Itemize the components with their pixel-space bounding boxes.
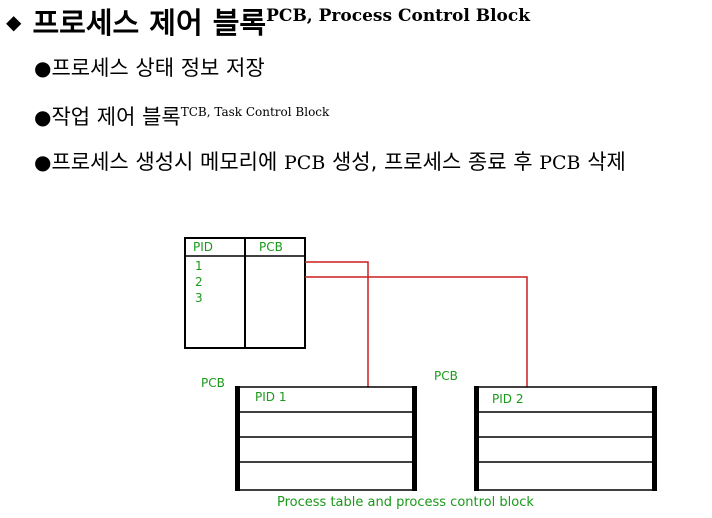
title-text: 프로세스 제어 블록 <box>32 6 267 40</box>
diagram-caption: Process table and process control block <box>277 495 534 510</box>
bullet-text-part: 삭제 <box>580 150 626 174</box>
slide-title: ◆ 프로세스 제어 블록PCB, Process Control Block <box>6 0 530 40</box>
pcb-block-left-bar <box>474 386 479 491</box>
pointer-line-pid-1 <box>305 261 369 387</box>
process-table-header-pcb: PCB <box>259 240 283 254</box>
pcb-block-1: PCB PID 1 <box>201 376 417 491</box>
bullet-text-pcb: PCB <box>284 152 326 174</box>
bullet-item-pcb-lifecycle: ●프로세스 생성시 메모리에 PCB 생성, 프로세스 종료 후 PCB 삭제 <box>34 146 626 176</box>
bullet-text-pcb: PCB <box>539 152 581 174</box>
pcb-block-label: PCB <box>201 376 225 390</box>
bullet-text: 프로세스 상태 정보 저장 <box>51 56 265 80</box>
pcb-block-2: PCB PID 2 <box>434 369 657 491</box>
pcb-block-right-bar <box>412 386 417 491</box>
bullet-dot-icon: ● <box>34 56 52 80</box>
bullet-dot-icon: ● <box>34 150 52 174</box>
bullet-text: 작업 제어 블록 <box>51 105 181 129</box>
bullet-item-state-info: ●프로세스 상태 정보 저장 <box>34 52 265 82</box>
pcb-block-pid-label: PID 2 <box>492 392 523 406</box>
pointer-line-pid-2 <box>305 276 528 387</box>
bullet-item-tcb: ●작업 제어 블록TCB, Task Control Block <box>34 101 329 131</box>
pcb-block-label: PCB <box>434 369 458 383</box>
title-superscript: PCB, Process Control Block <box>266 6 530 26</box>
pcb-pointer-lines <box>305 261 528 387</box>
process-table-pid-2: 2 <box>195 275 203 289</box>
process-table-header-pid: PID <box>193 240 213 254</box>
bullet-text-part: 프로세스 생성시 메모리에 <box>51 150 284 174</box>
process-table-pid-1: 1 <box>195 259 203 273</box>
bullet-text-part: 생성, 프로세스 종료 후 <box>325 150 540 174</box>
process-table: PID PCB 1 2 3 <box>184 237 306 349</box>
process-table-pid-3: 3 <box>195 291 203 305</box>
pcb-block-right-bar <box>652 386 657 491</box>
pcb-block-pid-label: PID 1 <box>255 390 286 404</box>
bullet-dot-icon: ● <box>34 105 52 129</box>
bullet-superscript: TCB, Task Control Block <box>180 105 330 119</box>
diamond-bullet-icon: ◆ <box>6 10 22 34</box>
pcb-block-left-bar <box>235 386 240 491</box>
